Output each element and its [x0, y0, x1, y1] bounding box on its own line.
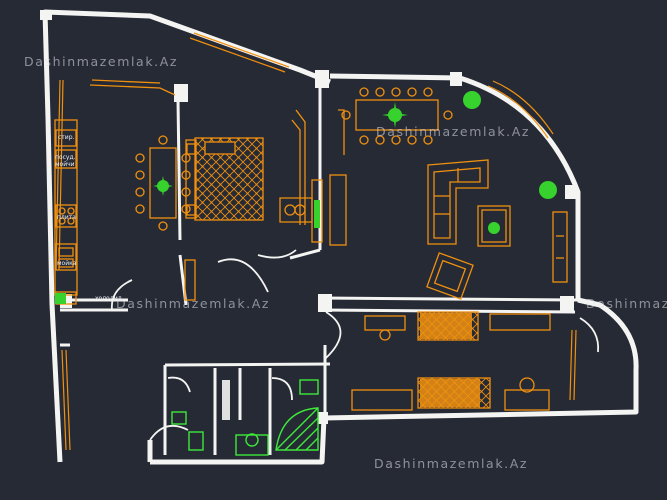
watermark-top-left: Dashinmazemlak.Az: [24, 54, 179, 69]
sofa-corner: [426, 159, 568, 300]
label-plita: плита: [57, 214, 76, 221]
watermark-center-left: Dashinmazemlak.Az: [116, 296, 271, 311]
label-stir: стир.: [58, 134, 75, 141]
plant-dining: [382, 102, 408, 128]
windows: [55, 32, 577, 451]
doors: [110, 249, 600, 441]
bathroom-fixtures: [171, 379, 319, 456]
kitchen-counter: [54, 79, 176, 305]
bedroom: [184, 109, 347, 301]
kitchen-fridge: [55, 293, 66, 304]
bed-cover-two: [420, 379, 480, 407]
label-moychi: мойчи: [55, 161, 75, 168]
label-moyka: мойка: [57, 260, 77, 267]
bathroom-partition: [222, 380, 230, 420]
label-holodil: холодил.: [95, 295, 124, 302]
watermark-center-right: Dashinmazemlak.Az: [376, 124, 531, 139]
watermark-right-edge: Dashinmazemlak.Az: [586, 296, 667, 311]
bed-cover-one: [420, 313, 472, 339]
interior-walls: [60, 84, 579, 455]
plant-corner: [463, 91, 557, 234]
dining-table-right: [338, 87, 453, 155]
bedroom-mirror: [314, 200, 320, 228]
plant-left: [153, 176, 173, 196]
watermark-bottom: Dashinmazemlak.Az: [374, 456, 529, 471]
outer-walls: [42, 9, 639, 465]
label-posud: посуд.: [55, 154, 76, 161]
